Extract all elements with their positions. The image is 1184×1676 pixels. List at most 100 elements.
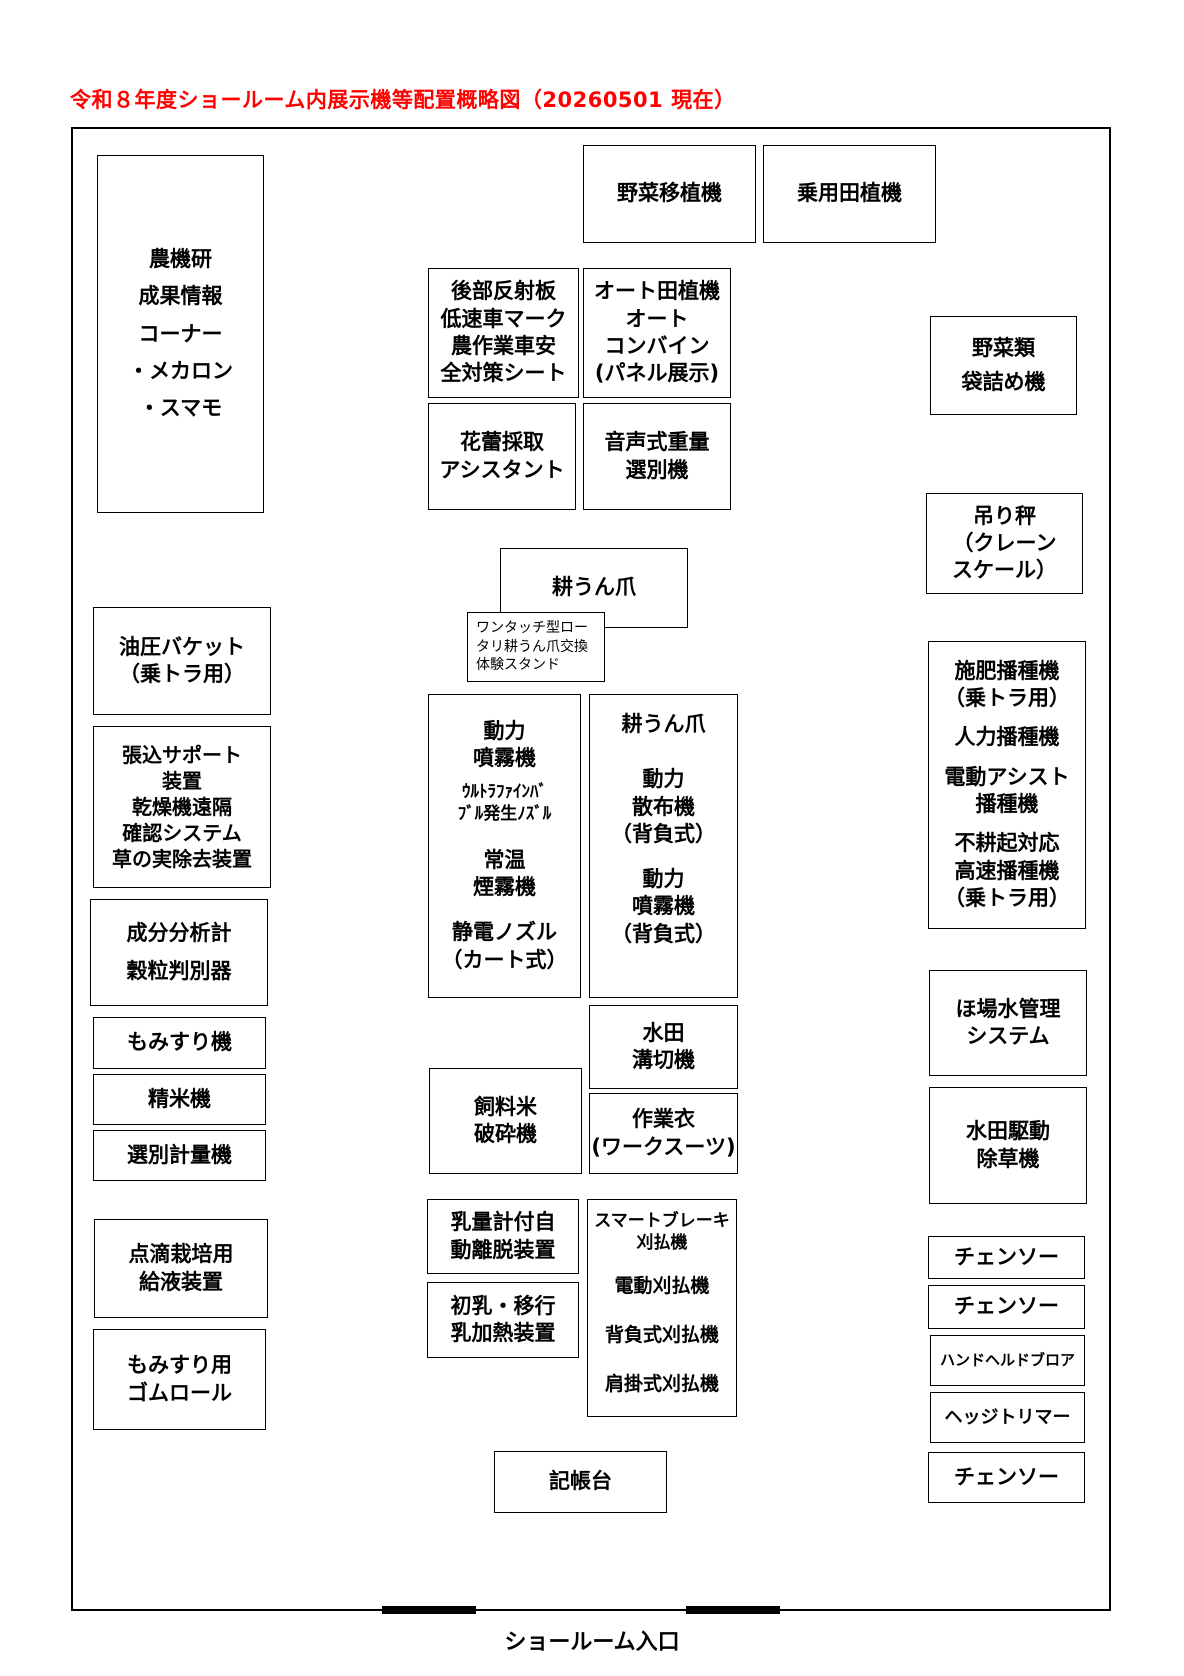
- box-husker: もみすり機: [93, 1017, 266, 1069]
- box-drip-irrigation: 点滴栽培用 給液装置: [94, 1219, 268, 1318]
- box-label: 飼料米: [474, 1094, 537, 1119]
- box-milk-meter: 乳量計付自 動離脱装置: [427, 1199, 579, 1274]
- box-analyzer: 成分分析計 穀粒判別器: [90, 899, 268, 1006]
- box-label: 動力: [642, 867, 685, 892]
- box-one-touch-stand: ワンタッチ型ロー タリ耕うん爪交換 体験スタンド: [467, 612, 605, 682]
- box-label: 成果情報: [138, 284, 223, 309]
- box-label: 不耕起対応: [954, 831, 1060, 856]
- box-label: 確認システム: [122, 821, 242, 845]
- box-label: 水田駆動: [966, 1119, 1050, 1144]
- entrance-label: ショールーム入口: [504, 1630, 680, 1655]
- box-label: 高速播種機: [954, 858, 1060, 883]
- box-label: 破砕機: [474, 1122, 537, 1146]
- box-label: 溝切機: [632, 1048, 695, 1072]
- box-label: ワンタッチ型ロー: [476, 619, 588, 636]
- box-label: 刈払機: [636, 1233, 688, 1254]
- box-label: 動力: [642, 767, 685, 792]
- box-label: 全対策シート: [440, 361, 567, 386]
- box-label: 農機研: [149, 247, 212, 271]
- box-label: 乗用田植機: [797, 181, 902, 206]
- box-auto-transplanter: オート田植機 オート コンバイン (パネル展示): [583, 268, 731, 398]
- box-label: 煙霧機: [473, 875, 536, 900]
- box-label: チェンソー: [954, 1294, 1059, 1319]
- box-colostrum-heater: 初乳・移行 乳加熱装置: [427, 1282, 579, 1358]
- box-support-devices: 張込サポート 装置 乾燥機遠隔 確認システム 草の実除去装置: [93, 726, 271, 888]
- showroom-outline: [71, 127, 1111, 1611]
- box-label: 乳加熱装置: [450, 1321, 556, 1345]
- box-label: 人力播種機: [954, 725, 1060, 750]
- box-hydraulic-bucket: 油圧バケット （乗トラ用）: [93, 607, 271, 715]
- box-label: 水田: [642, 1020, 685, 1045]
- box-label: 花蕾採取: [460, 430, 544, 455]
- box-label: 吊り秤: [973, 503, 1036, 528]
- box-feed-rice-crusher: 飼料米 破砕機: [429, 1068, 582, 1174]
- box-label: 選別機: [625, 457, 689, 482]
- box-label: ・メカロン: [128, 358, 233, 383]
- box-label: チェンソー: [954, 1464, 1059, 1489]
- box-label: 草の実除去装置: [112, 847, 252, 871]
- box-chainsaw-3: チェンソー: [928, 1452, 1085, 1503]
- box-label: 乾燥機遠隔: [132, 795, 232, 819]
- box-label: 体験スタンド: [476, 657, 560, 674]
- box-label: 耕うん爪: [621, 712, 706, 736]
- box-label: アシスタント: [439, 457, 565, 482]
- box-label: 野菜類: [972, 336, 1035, 361]
- box-label: 油圧バケット: [119, 634, 245, 659]
- box-label: 作業衣: [632, 1107, 695, 1132]
- box-label: 乳量計付自: [450, 1210, 556, 1235]
- box-label: （カート式）: [441, 947, 568, 972]
- box-rice-polisher: 精米機: [93, 1074, 266, 1125]
- box-label: 噴霧機: [632, 894, 695, 919]
- box-label: タリ耕うん爪交換: [476, 638, 588, 655]
- box-work-suit: 作業衣 (ワークスーツ): [589, 1093, 738, 1174]
- box-flower-bud-assistant: 花蕾採取 アシスタント: [428, 403, 576, 510]
- box-label: 背負式刈払機: [604, 1323, 719, 1346]
- box-label: 音声式重量: [604, 430, 710, 455]
- box-label: 肩掛式刈払機: [604, 1372, 719, 1395]
- box-research-corner: 農機研 成果情報 コーナー ・メカロン ・スマモ: [97, 155, 264, 513]
- box-power-sprayer: 動力 噴霧機 ｳﾙﾄﾗﾌｧｲﾝﾊﾞ ﾌﾞﾙ発生ﾉｽﾞﾙ 常温 煙霧機 静電ノズル…: [428, 694, 581, 998]
- box-reflector: 後部反射板 低速車マーク 農作業車安 全対策シート: [428, 268, 579, 398]
- box-label: （背負式）: [611, 921, 716, 946]
- box-label: 低速車マーク: [440, 306, 567, 331]
- box-backpack-machines: 耕うん爪 動力 散布機 （背負式） 動力 噴霧機 （背負式）: [589, 694, 738, 998]
- box-label: （背負式）: [611, 821, 716, 846]
- box-label: 張込サポート: [122, 743, 242, 767]
- page-title: 令和８年度ショールーム内展示機等配置概略図（20260501 現在）: [70, 88, 736, 112]
- box-label: ほ場水管理: [955, 996, 1061, 1021]
- box-label: 電動刈払機: [614, 1275, 710, 1298]
- box-riding-rice-transplanter: 乗用田植機: [763, 145, 936, 243]
- box-label: 常温: [483, 847, 526, 872]
- box-label: 点滴栽培用: [128, 1242, 234, 1267]
- box-vegetable-bagging: 野菜類 袋詰め機: [930, 316, 1077, 415]
- box-label: 初乳・移行: [450, 1293, 556, 1318]
- box-guest-book: 記帳台: [494, 1451, 667, 1513]
- box-label: 選別計量機: [127, 1142, 232, 1167]
- box-field-water-management: ほ場水管理 システム: [929, 970, 1087, 1076]
- box-label: 農作業車安: [451, 334, 556, 358]
- box-label: 動力: [483, 719, 526, 744]
- box-label: 給液装置: [139, 1269, 223, 1294]
- box-label: 電動アシスト: [944, 764, 1070, 789]
- box-label: 袋詰め機: [961, 369, 1046, 394]
- box-label: システム: [966, 1024, 1050, 1048]
- box-label: 噴霧機: [473, 746, 536, 771]
- box-label: スケール）: [952, 558, 1057, 583]
- box-crane-scale: 吊り秤 （クレーン スケール）: [926, 493, 1083, 594]
- box-paddy-weeder: 水田駆動 除草機: [929, 1087, 1087, 1204]
- box-voice-weight-sorter: 音声式重量 選別機: [583, 403, 731, 510]
- box-label: コンバイン: [604, 334, 710, 358]
- box-handheld-blower: ハンドヘルドブロア: [930, 1335, 1085, 1386]
- box-label: 成分分析計: [126, 921, 232, 946]
- box-chainsaw-2: チェンソー: [928, 1285, 1085, 1329]
- box-label: 動離脱装置: [450, 1237, 556, 1262]
- box-label: オート田植機: [594, 279, 720, 304]
- box-brush-cutters: スマートブレーキ 刈払機 電動刈払機 背負式刈払機 肩掛式刈払機: [587, 1199, 737, 1417]
- box-label: ｳﾙﾄﾗﾌｧｲﾝﾊﾞ: [462, 781, 547, 802]
- box-label: もみすり用: [127, 1353, 232, 1378]
- box-hedge-trimmer: ヘッジトリマー: [930, 1392, 1085, 1443]
- box-label: ハンドヘルドブロア: [939, 1350, 1075, 1369]
- box-label: チェンソー: [954, 1244, 1059, 1269]
- box-label: （クレーン: [952, 530, 1057, 555]
- entrance-door-left: [382, 1606, 476, 1614]
